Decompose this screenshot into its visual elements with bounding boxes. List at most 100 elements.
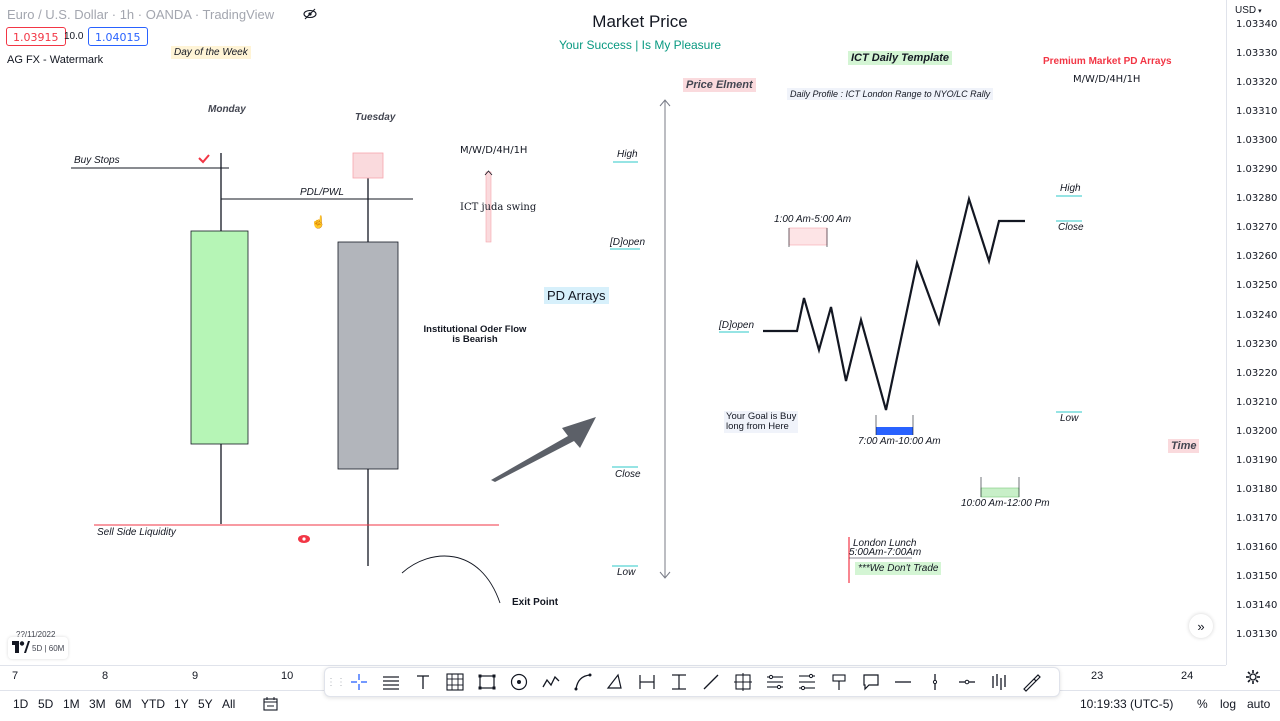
timeframe-6m[interactable]: 6M — [115, 697, 132, 711]
monday-label: Monday — [208, 104, 246, 115]
horizontal-ray-tool[interactable] — [951, 668, 983, 696]
grid-tool[interactable] — [439, 668, 471, 696]
time-tick: 10 — [281, 670, 294, 682]
timeframe-1y[interactable]: 1Y — [174, 697, 189, 711]
currency-selector[interactable]: USD ▾ — [1235, 5, 1262, 16]
timeframe-ytd[interactable]: YTD — [141, 697, 165, 711]
low-right-label: Low — [1060, 413, 1079, 424]
cross-box-icon — [734, 673, 752, 691]
timeframe-5d[interactable]: 5D — [38, 697, 54, 711]
rectangle-icon — [478, 674, 496, 690]
timeframe-3m[interactable]: 3M — [89, 697, 106, 711]
drawing-toolbar: ⋮⋮ — [324, 667, 1060, 697]
triangle-tool[interactable] — [599, 668, 631, 696]
buy-price-button[interactable]: 1.04015 — [88, 27, 148, 46]
parallel-channel-tool[interactable] — [759, 668, 791, 696]
rectangle-tool[interactable] — [471, 668, 503, 696]
auto-toggle[interactable]: auto — [1247, 697, 1271, 711]
grid-icon — [446, 673, 464, 691]
crosshair-icon — [351, 674, 367, 690]
horizontal-ray-icon — [959, 679, 975, 685]
price-tick: 1.03150 — [1236, 570, 1278, 582]
callout-tool[interactable] — [855, 668, 887, 696]
price-tick: 1.03190 — [1236, 454, 1278, 466]
currency-label: USD — [1235, 5, 1257, 16]
price-tick: 1.03340 — [1236, 19, 1278, 30]
time-tick: 24 — [1181, 670, 1194, 682]
exit-point-label: Exit Point — [512, 597, 559, 608]
scroll-to-realtime-button[interactable]: » — [1189, 614, 1213, 638]
chart-title: Market Price — [592, 12, 688, 31]
watermark-label: AG FX - Watermark — [7, 54, 104, 66]
price-tick: 1.03200 — [1236, 425, 1278, 437]
timeframe-1d[interactable]: 1D — [13, 697, 29, 711]
bars-pattern-tool[interactable] — [983, 668, 1015, 696]
price-tick: 1.03220 — [1236, 367, 1278, 379]
timeframe-5y[interactable]: 5Y — [198, 697, 213, 711]
price-tick: 1.03290 — [1236, 164, 1278, 176]
iof-label: Institutional Oder Flow is Bearish — [423, 324, 527, 345]
regression-tool[interactable] — [791, 668, 823, 696]
price-tick: 1.03160 — [1236, 541, 1278, 553]
date-range-tool[interactable] — [631, 668, 663, 696]
price-tick: 1.03330 — [1236, 48, 1278, 60]
percent-toggle[interactable]: % — [1197, 697, 1208, 711]
path-tool[interactable] — [535, 668, 567, 696]
no-trade-label: ***We Don't Trade — [855, 562, 942, 575]
brush-tool[interactable] — [1015, 668, 1047, 696]
log-toggle[interactable]: log — [1220, 697, 1237, 711]
high-left-label: High — [617, 149, 638, 160]
timeframe-all[interactable]: All — [222, 697, 236, 711]
circle-tool[interactable] — [503, 668, 535, 696]
price-tick: 1.03240 — [1236, 309, 1278, 321]
hand-cursor-icon: ☝ — [311, 214, 326, 229]
price-axis[interactable] — [1226, 0, 1280, 665]
goto-date-icon[interactable] — [263, 697, 278, 711]
crosshair-tool[interactable] — [343, 668, 375, 696]
cross-line-tool[interactable] — [727, 668, 759, 696]
clock-timezone[interactable]: 10:19:33 (UTC-5) — [1080, 697, 1174, 711]
price-tick: 1.03230 — [1236, 338, 1278, 350]
curve-tool[interactable] — [567, 668, 599, 696]
dopen-left-label: [D]open — [610, 237, 646, 248]
tuesday-candle-body — [337, 241, 399, 470]
trend-line-tool[interactable] — [695, 668, 727, 696]
time-axis[interactable] — [0, 665, 1226, 690]
hide-eye-icon[interactable] — [303, 8, 317, 20]
price-tick: 1.03250 — [1236, 280, 1278, 292]
tuesday-label: Tuesday — [355, 112, 396, 123]
text-icon — [417, 675, 429, 689]
drag-handle-icon[interactable]: ⋮⋮ — [326, 676, 346, 688]
close-left-label: Close — [615, 469, 641, 480]
fib-tool[interactable] — [375, 668, 407, 696]
tv-logo-box[interactable]: 5D | 60M — [8, 637, 68, 659]
drawing-canvas[interactable]: ☝ — [0, 0, 1226, 665]
price-range-tool[interactable] — [663, 668, 695, 696]
time-tick: 9 — [192, 670, 199, 682]
price-tick: 1.03270 — [1236, 222, 1278, 234]
text-tool[interactable] — [407, 668, 439, 696]
price-tick: 1.03280 — [1236, 193, 1278, 205]
pd-arrays-label: PD Arrays — [544, 287, 609, 304]
daily-profile-label: Daily Profile : ICT London Range to NYO/… — [787, 88, 994, 100]
signpost-tool[interactable] — [823, 668, 855, 696]
horizontal-line-tool[interactable] — [887, 668, 919, 696]
sell-price-button[interactable]: 1.03915 — [6, 27, 66, 46]
high-right-label: High — [1060, 183, 1081, 194]
horizontal-line-icon — [895, 681, 911, 683]
price-tick: 1.03170 — [1236, 512, 1278, 524]
price-tick: 1.03130 — [1236, 629, 1278, 641]
time-tick: 8 — [102, 670, 109, 682]
vertical-line-icon — [932, 674, 938, 690]
brush-icon — [1023, 674, 1041, 692]
price-tick: 1.03210 — [1236, 396, 1278, 408]
vertical-line-tool[interactable] — [919, 668, 951, 696]
settings-gear-icon[interactable] — [1245, 669, 1261, 685]
session-3-label: 10:00 Am-12:00 Pm — [961, 498, 1050, 509]
exit-arc — [401, 555, 501, 604]
timeframe-1m[interactable]: 1M — [63, 697, 80, 711]
symbol-title[interactable]: Euro / U.S. Dollar · 1h · OANDA · Tradin… — [7, 7, 275, 22]
close-right-label: Close — [1058, 222, 1084, 233]
curve-icon — [574, 673, 592, 691]
price-element-label: Price Elment — [683, 78, 756, 92]
